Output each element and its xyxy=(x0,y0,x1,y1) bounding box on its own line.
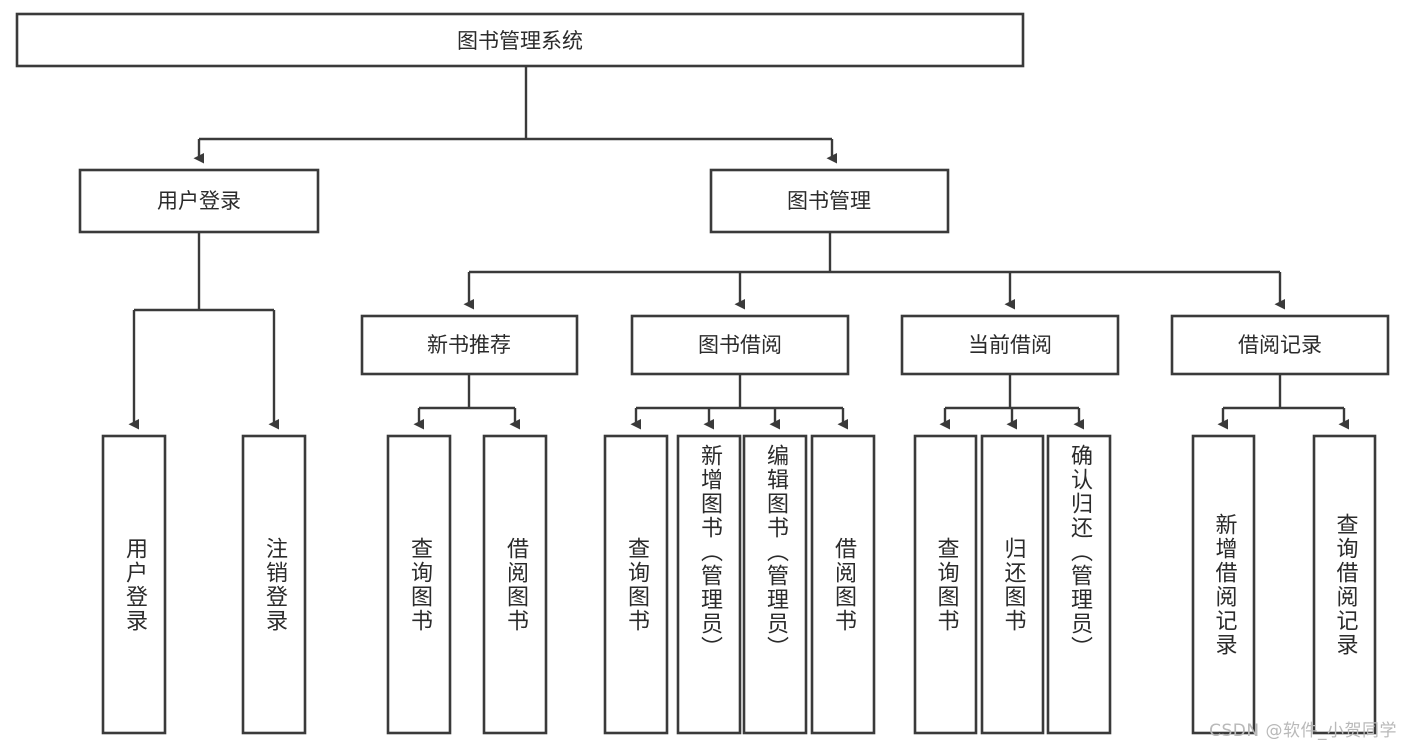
node-layer: 图书管理系统 用户登录 图书管理 新书推荐 图书借阅 当前借阅 借阅记录 xyxy=(15,12,1390,735)
node-leaf-borrow-book-recommend-box[interactable] xyxy=(482,434,548,735)
node-root-label: 图书管理系统 xyxy=(457,29,583,53)
node-borrow-record-box[interactable] xyxy=(1170,314,1390,376)
node-leaf-return-book-box[interactable] xyxy=(980,434,1045,735)
node-leaf-edit-book-admin-box[interactable] xyxy=(742,434,808,735)
node-leaf-query-book-recommend-box[interactable] xyxy=(386,434,452,735)
node-leaf-query-book-borrow-box[interactable] xyxy=(603,434,669,735)
connector-layer xyxy=(128,66,1349,430)
node-leaf-add-borrow-record-box[interactable] xyxy=(1191,434,1256,735)
node-leaf-query-book-current-box[interactable] xyxy=(913,434,978,735)
node-root-box[interactable] xyxy=(15,12,1025,68)
node-leaf-confirm-return-admin-box[interactable] xyxy=(1046,434,1112,735)
node-new-book-recommend-box[interactable] xyxy=(360,314,579,376)
node-leaf-query-borrow-record-box[interactable] xyxy=(1312,434,1377,735)
node-leaf-add-book-admin-box[interactable] xyxy=(676,434,742,735)
watermark-text: CSDN @软件_小贺同学 xyxy=(1209,721,1397,741)
node-book-management-label: 图书管理 xyxy=(787,189,871,213)
node-book-borrow-label: 图书借阅 xyxy=(698,333,782,357)
node-leaf-user-login-box[interactable] xyxy=(101,434,167,735)
node-book-borrow-box[interactable] xyxy=(630,314,850,376)
node-user-login-label: 用户登录 xyxy=(157,189,241,213)
node-user-login-box[interactable] xyxy=(78,168,320,234)
node-leaf-borrow-book-box[interactable] xyxy=(810,434,876,735)
node-borrow-record-label: 借阅记录 xyxy=(1238,333,1322,357)
node-current-borrow-box[interactable] xyxy=(900,314,1120,376)
node-book-management-box[interactable] xyxy=(709,168,950,234)
node-current-borrow-label: 当前借阅 xyxy=(968,333,1052,357)
node-new-book-recommend-label: 新书推荐 xyxy=(427,333,511,357)
node-leaf-logout-login-box[interactable] xyxy=(241,434,307,735)
